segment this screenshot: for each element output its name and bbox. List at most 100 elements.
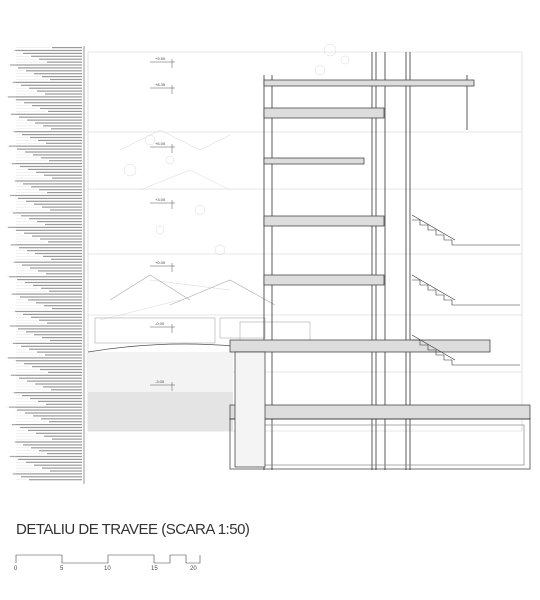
legend-line — [46, 273, 82, 275]
scale-tick-label: 10 — [104, 566, 111, 572]
legend-line — [12, 424, 82, 426]
legend-line — [45, 354, 82, 356]
legend-line — [20, 165, 82, 168]
legend-line — [20, 296, 82, 298]
legend-line — [18, 328, 82, 330]
legend-line — [23, 313, 82, 315]
legend-line — [40, 107, 82, 110]
legend-line — [38, 139, 82, 141]
level-marker-line — [150, 85, 175, 94]
scale-tick-label: 0 — [14, 566, 18, 572]
legend-line — [30, 267, 82, 269]
legend-line — [11, 113, 82, 115]
legend-line — [39, 189, 82, 191]
legend-line — [35, 383, 82, 385]
legend-line — [43, 386, 82, 388]
legend-line — [36, 171, 82, 173]
legend-line — [8, 357, 82, 359]
legend-line — [28, 168, 82, 170]
legend-line — [9, 276, 82, 278]
drawing-title: DETALIU DE TRAVEE (SCARA 1:50) — [16, 521, 250, 538]
legend-line — [52, 308, 82, 310]
scale-tick-label: 5 — [60, 566, 64, 572]
scale-tick-label: 20 — [190, 566, 197, 572]
legend-line — [37, 221, 82, 223]
legend-line — [35, 252, 82, 255]
legend-line — [52, 47, 82, 49]
legend-line — [23, 52, 82, 54]
legend-line — [31, 316, 82, 318]
floor-slabs — [229, 79, 531, 420]
level-markers: +9.50+8.35+6.00+3.00+0.00-0.00-3.00 — [150, 56, 175, 391]
legend-line — [22, 395, 82, 397]
legend-line — [21, 345, 82, 347]
legend-line — [8, 96, 82, 98]
legend-line — [31, 55, 82, 57]
level-marker-label: +8.35 — [155, 82, 166, 87]
legend-line — [52, 177, 82, 179]
legend-line — [10, 194, 82, 197]
legend-line — [37, 351, 82, 353]
legend-line — [10, 325, 82, 327]
legend-line — [25, 412, 82, 414]
legend-line — [21, 476, 82, 478]
legend-line — [29, 218, 82, 220]
legend-line — [9, 406, 82, 408]
legend-line — [15, 441, 82, 443]
level-marker-label: -0.00 — [155, 321, 165, 326]
legend-line — [34, 464, 82, 466]
legend-line — [36, 302, 82, 304]
level-marker-line — [150, 263, 175, 272]
legend-line — [27, 119, 82, 121]
legend-line — [23, 444, 82, 446]
legend-line — [19, 377, 82, 379]
scale-bar — [15, 554, 201, 564]
legend-line — [51, 258, 82, 260]
legend-line — [39, 58, 82, 60]
legend-line — [34, 203, 82, 205]
legend-line — [42, 337, 82, 339]
legend-line — [9, 145, 82, 147]
legend-line — [15, 49, 82, 52]
legend-line — [11, 244, 82, 246]
legend-line — [26, 461, 82, 463]
legend-line — [17, 409, 82, 411]
legend-line — [28, 299, 82, 301]
legend-line — [22, 264, 82, 266]
legend-line — [12, 293, 82, 295]
legend-line — [49, 160, 82, 162]
legend-line — [50, 209, 82, 211]
legend-line — [12, 163, 82, 165]
legend-line — [38, 270, 82, 272]
legend-line — [31, 447, 82, 449]
legend-line — [16, 99, 82, 101]
legend-line — [39, 319, 82, 321]
legend-line — [45, 93, 82, 95]
legend-line — [44, 305, 82, 307]
legend-line — [18, 458, 82, 460]
legend-line — [27, 250, 82, 252]
legend-line — [14, 392, 82, 394]
legend-line — [29, 87, 82, 89]
legend-line — [24, 232, 82, 234]
legend-line — [17, 279, 82, 281]
legend-line — [27, 380, 82, 382]
legend-line — [47, 192, 82, 194]
level-marker-label: -3.00 — [155, 379, 165, 384]
legend-line — [34, 334, 82, 336]
legend-line — [50, 470, 82, 472]
legend-line — [26, 200, 82, 202]
legend-line — [44, 174, 82, 176]
legend-line — [26, 331, 82, 333]
legend-line — [42, 206, 82, 208]
level-marker-line — [150, 200, 175, 209]
legend-line — [48, 241, 82, 243]
legend-line — [11, 374, 82, 376]
legend-line — [29, 348, 82, 350]
legend-line — [24, 102, 82, 104]
background-houses — [94, 274, 311, 348]
legend-line — [13, 473, 82, 475]
legend-line — [33, 284, 82, 286]
legend-line — [34, 73, 82, 75]
